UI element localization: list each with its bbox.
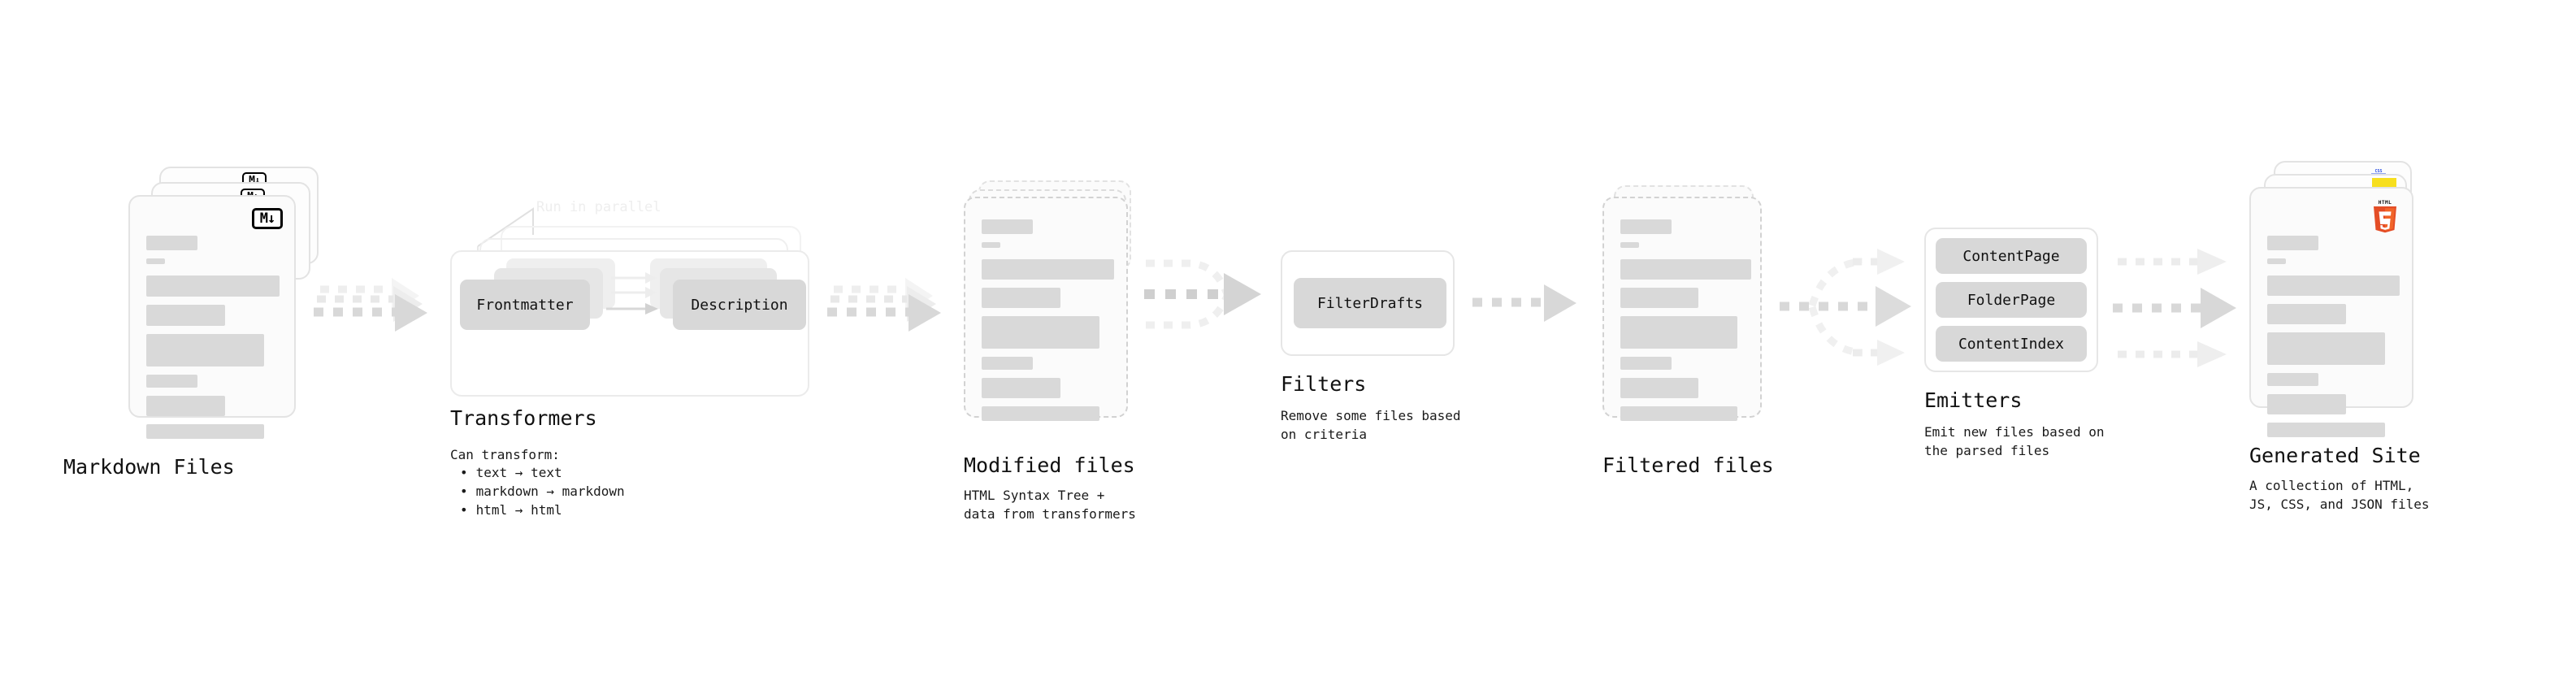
- emitter-pill-folderpage[interactable]: FolderPage: [1936, 282, 2087, 318]
- transformers-bullet-list: text → text markdown → markdown html → h…: [460, 463, 625, 520]
- filtered-file-content: [1620, 219, 1751, 429]
- content-bar: [146, 258, 165, 264]
- stage-subtitle-modified-files: HTML Syntax Tree + data from transformer…: [964, 488, 1136, 523]
- stage-subtitle-filters: Remove some files based on criteria: [1281, 408, 1461, 443]
- content-bar: [1620, 378, 1698, 398]
- content-bar: [982, 288, 1060, 308]
- markdown-icon: M↓: [252, 208, 283, 229]
- emitter-pill-contentpage[interactable]: ContentPage: [1936, 238, 2087, 274]
- site-file-card-html: HTML: [2249, 187, 2413, 437]
- stage-title-filters: Filters: [1281, 372, 1367, 396]
- svg-text:HTML: HTML: [2379, 200, 2392, 206]
- transformer-internal-arrows: [606, 272, 658, 314]
- arrow-emitters-to-site: [2113, 249, 2236, 367]
- content-bar: [982, 406, 1099, 421]
- run-in-parallel-label: Run in parallel: [536, 199, 661, 215]
- content-bar: [1620, 357, 1672, 370]
- arrow-markdown-to-transformers: [314, 278, 427, 332]
- content-bar: [982, 242, 1000, 248]
- list-item: text → text: [460, 463, 625, 482]
- transformer-pill-frontmatter[interactable]: Frontmatter: [460, 280, 590, 330]
- content-bar: [146, 305, 225, 326]
- content-bar: [2267, 373, 2318, 386]
- svg-text:CSS: CSS: [2374, 169, 2382, 174]
- list-item: markdown → markdown: [460, 482, 625, 501]
- content-bar: [982, 357, 1033, 370]
- content-bar: [982, 378, 1060, 398]
- content-bar: [146, 424, 264, 439]
- content-bar: [146, 334, 264, 367]
- transformers-sub-lead: Can transform:: [450, 447, 560, 462]
- content-bar: [2267, 236, 2318, 250]
- emitter-pill-contentindex[interactable]: ContentIndex: [1936, 326, 2087, 362]
- transformer-pill-description[interactable]: Description: [673, 280, 806, 330]
- stage-title-transformers: Transformers: [450, 406, 597, 430]
- stage-title-emitters: Emitters: [1924, 388, 2023, 412]
- content-bar: [1620, 316, 1737, 349]
- content-bar: [146, 396, 225, 416]
- content-bar: [2267, 394, 2346, 414]
- stage-subtitle-generated-site: A collection of HTML, JS, CSS, and JSON …: [2249, 478, 2430, 513]
- stage-title-generated-site: Generated Site: [2249, 444, 2421, 467]
- content-bar: [146, 275, 280, 297]
- content-bar: [2267, 332, 2385, 365]
- arrow-filters-to-filtered: [1472, 284, 1576, 322]
- html5-icon: HTML: [2374, 200, 2396, 233]
- stage-title-markdown-files: Markdown Files: [63, 455, 235, 479]
- content-bar: [1620, 288, 1698, 308]
- content-bar: [982, 259, 1114, 280]
- content-bar: [146, 375, 197, 388]
- arrow-filtered-to-emitters: [1780, 249, 1911, 366]
- stage-subtitle-emitters: Emit new files based on the parsed files: [1924, 424, 2105, 459]
- filter-pill-filterdrafts[interactable]: FilterDrafts: [1294, 278, 1446, 328]
- content-bar: [1620, 219, 1672, 234]
- arrow-transformers-to-modified: [827, 278, 941, 332]
- stage-title-filtered-files: Filtered files: [1602, 453, 1774, 477]
- markdown-file-content: [146, 236, 280, 447]
- modified-file-card-front: [964, 197, 1128, 421]
- stage-title-modified-files: Modified files: [964, 453, 1135, 477]
- content-bar: [2267, 275, 2400, 296]
- list-item: html → html: [460, 501, 625, 519]
- markdown-file-card-front: M↓: [128, 195, 296, 439]
- filtered-file-card-front: [1602, 197, 1762, 421]
- content-bar: [2267, 423, 2385, 437]
- content-bar: [2267, 304, 2346, 324]
- content-bar: [982, 219, 1033, 234]
- content-bar: [2267, 258, 2286, 264]
- arrow-modified-to-filters: [1144, 259, 1261, 329]
- content-bar: [1620, 259, 1751, 280]
- content-bar: [982, 316, 1099, 349]
- modified-file-content: [982, 219, 1114, 429]
- site-file-content: [2267, 236, 2400, 445]
- content-bar: [146, 236, 197, 250]
- content-bar: [1620, 242, 1639, 248]
- content-bar: [1620, 406, 1737, 421]
